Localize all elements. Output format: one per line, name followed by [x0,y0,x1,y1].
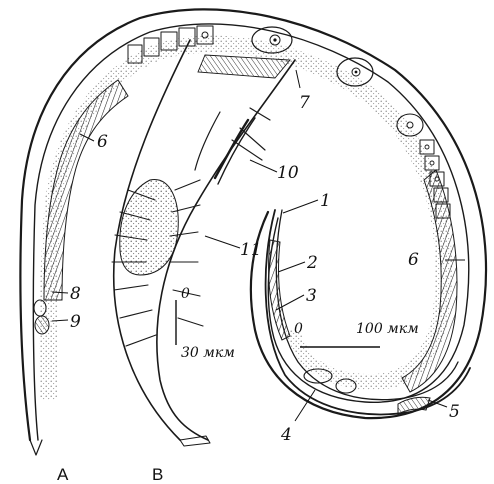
label-4: 4 [280,425,292,445]
label-9: 9 [70,312,81,332]
label-5: 5 [449,402,460,422]
scale-small-zero: 0 [181,286,190,302]
label-6-left: 6 [97,132,108,152]
label-7: 7 [299,93,310,113]
label-11: 11 [240,240,262,260]
label-8: 8 [70,284,81,304]
scale-small-value: 30 мкм [181,345,235,361]
label-1: 1 [320,191,331,211]
label-10: 10 [277,163,299,183]
label-6-right: 6 [408,250,419,270]
label-2: 2 [306,253,318,273]
scale-large-value: 100 мкм [356,321,419,337]
scale-large-zero: 0 [294,321,303,337]
panel-label-a: A [57,465,69,484]
label-3: 3 [306,286,317,306]
panel-label-b: B [152,465,163,484]
